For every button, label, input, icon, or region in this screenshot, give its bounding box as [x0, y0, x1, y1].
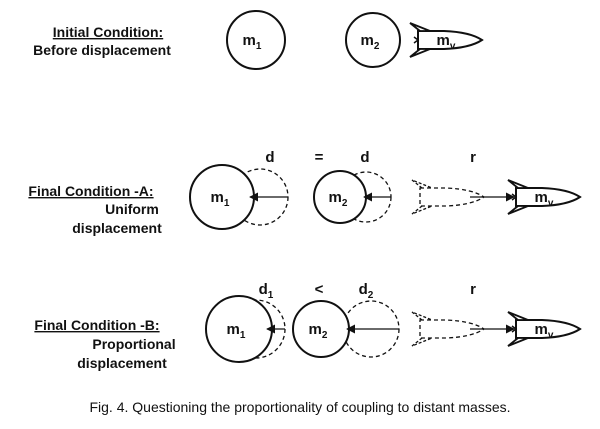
mass-m1-label: m1	[243, 32, 262, 52]
distance-label-r: r	[470, 149, 476, 166]
row-heading: Final Condition -B:	[34, 317, 159, 333]
displacement-label-d2: d2	[359, 281, 374, 301]
displacement-label-d: d	[265, 149, 274, 166]
displacement-label-d1: d1	[259, 281, 274, 301]
mass-m2-label: m2	[361, 32, 380, 52]
row-heading: Final Condition -A:	[28, 183, 153, 199]
mass-m1-label: m1	[211, 189, 230, 209]
row-subtitle: Proportional	[92, 336, 175, 352]
relation-symbol: =	[315, 149, 324, 166]
mass-m2-label: m2	[309, 321, 328, 341]
row-heading: Initial Condition:	[53, 24, 163, 40]
figure-caption: Fig. 4. Questioning the proportionality …	[89, 399, 510, 415]
row-subtitle: displacement	[72, 220, 162, 236]
row-subtitle: Before displacement	[33, 42, 171, 58]
relation-symbol: <	[315, 281, 324, 298]
mass-m1-label: m1	[227, 321, 246, 341]
mass-m1	[226, 10, 286, 70]
displacement-label-d: d	[360, 149, 369, 166]
mass-m2-label: m2	[329, 189, 348, 209]
mass-m2	[345, 12, 401, 68]
distance-label-r: r	[470, 281, 476, 298]
rocket-mass-label: mv	[437, 32, 456, 52]
row-subtitle: Uniform	[105, 201, 159, 217]
row-final-b: Final Condition -B: Proportional displac…	[34, 281, 581, 371]
rocket-mass-label: mv	[535, 189, 554, 209]
row-initial: Initial Condition: Before displacement m…	[33, 10, 483, 70]
rocket-mass-label: mv	[535, 321, 554, 341]
row-subtitle: displacement	[77, 355, 167, 371]
row-final-a: Final Condition -A: Uniform displacement…	[28, 149, 581, 236]
